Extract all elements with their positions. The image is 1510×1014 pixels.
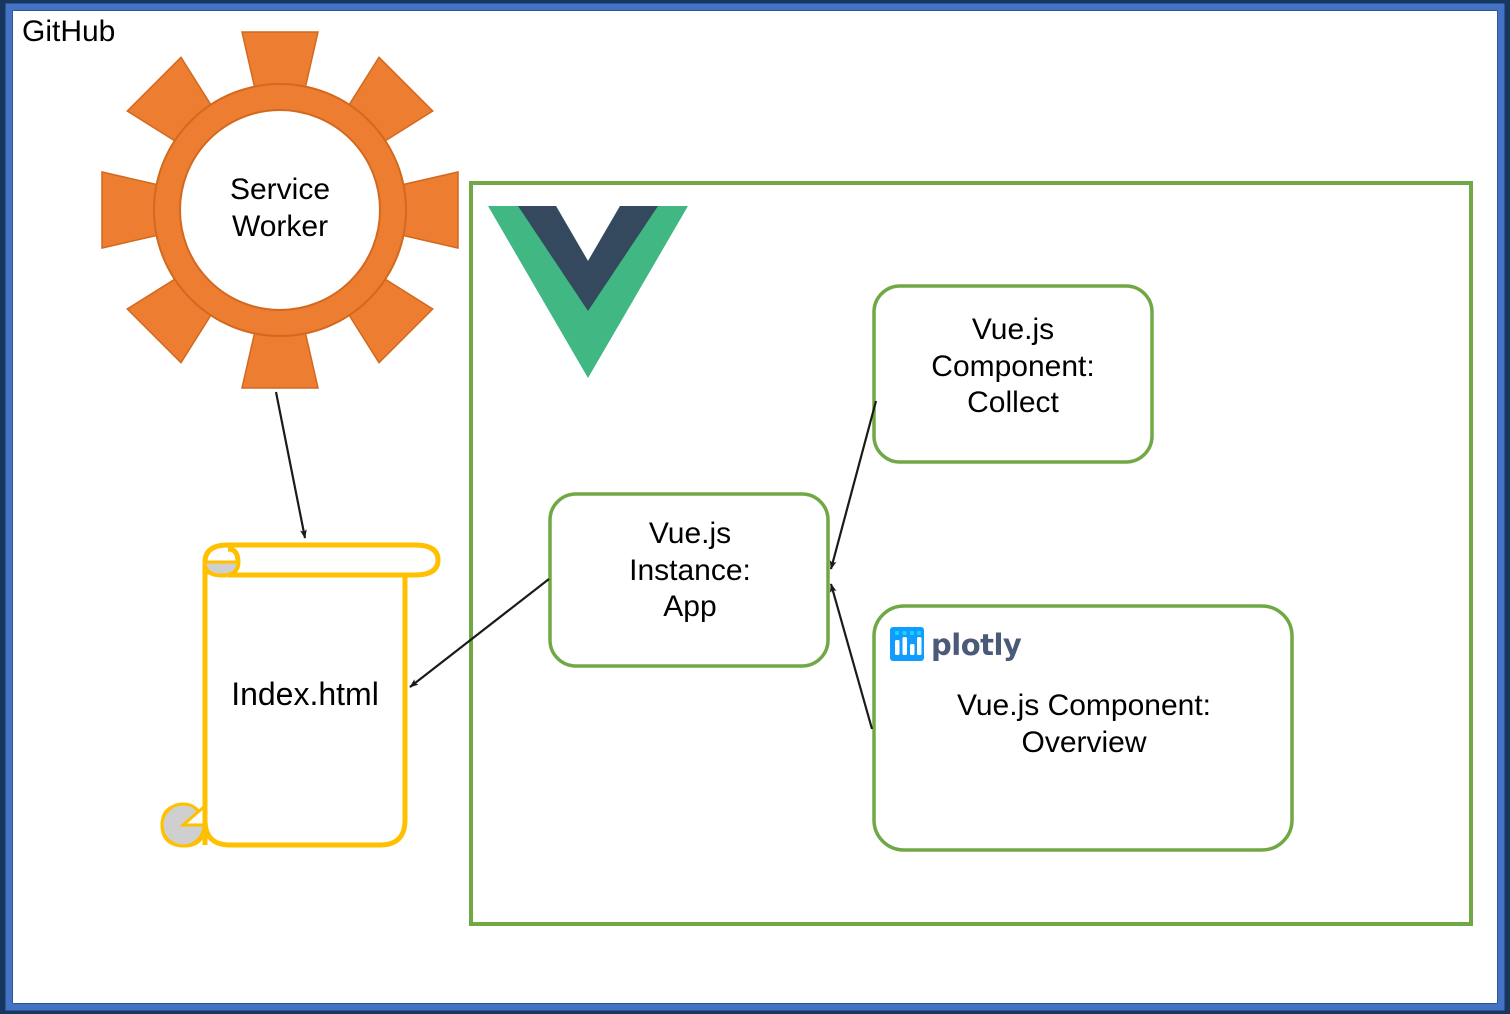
edge-collect-to-app (829, 400, 878, 570)
plotly-wordmark: plotly (931, 628, 1022, 662)
vue-logo (488, 206, 688, 378)
vue-component-collect-box[interactable] (872, 284, 1154, 464)
service-worker-gear (101, 31, 459, 389)
vue-container-box (469, 181, 1473, 926)
edge-app-to-index (409, 578, 550, 688)
edge-overview-to-app (829, 583, 874, 730)
vue-instance-app-box[interactable] (548, 492, 830, 668)
vue-component-overview-box[interactable] (872, 604, 1294, 852)
index-html-scroll (160, 542, 441, 848)
edge-service-worker-to-index (274, 391, 307, 539)
plotly-logo (890, 627, 924, 661)
